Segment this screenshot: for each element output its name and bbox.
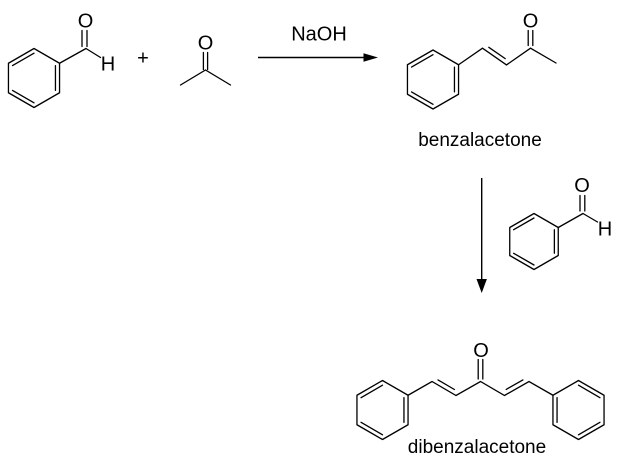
carbonyl-double-bond [81,29,88,48]
acetone: O [179,33,232,86]
hydrogen-label: H [101,54,115,76]
aromatic-double-bonds [410,54,456,105]
aromatic-double-bonds [11,52,57,104]
reaction-arrow-2 [476,178,487,293]
oxygen-label: O [473,340,489,362]
ring-to-carbonyl-bond [557,212,584,229]
arrow-head [363,53,378,62]
benzaldehyde-2: O H [509,175,612,271]
oxygen-label: O [574,175,590,197]
carbonyl-double-bond [202,51,209,71]
carbonyl-double-bond [477,358,484,380]
dibenzalacetone: O dibenzalacetone [356,340,605,458]
methyl-bonds [179,69,232,86]
oxygen-label: O [198,33,214,55]
carbonyl-double-bond [527,29,534,47]
reaction-arrow-1: NaOH [258,24,378,62]
aromatic-double-bonds-left [360,384,405,436]
dibenzalacetone-name: dibenzalacetone [408,437,546,458]
alkene-double-bond-right [505,379,524,391]
alkene-double-bond-left [437,379,456,391]
alkene-double-bond [488,46,506,60]
hydrogen-label: H [598,219,612,241]
plus-sign: + [137,48,149,70]
oxygen-label: O [78,11,94,33]
benzene-ring [406,49,460,110]
benzene-ring [7,47,61,109]
reagent-label: NaOH [291,24,347,46]
benzene-ring-right [552,379,605,441]
benzaldehyde-1: O H [7,11,115,109]
c-h-bond [85,47,102,59]
benzene-ring-left [356,379,409,441]
benzalacetone-name: benzalacetone [418,130,542,151]
benzene-ring [509,212,559,271]
carbonyl-double-bond [579,194,586,212]
dienone-chain [407,380,554,397]
aromatic-double-bonds [512,217,556,266]
ring-to-carbonyl-bond [58,47,87,64]
aromatic-double-bonds-right [556,384,601,436]
oxygen-label: O [523,11,539,33]
arrow-head [476,279,487,293]
vinyl-chain [457,47,557,66]
benzalacetone: O benzalacetone [406,11,557,151]
c-h-bond [582,212,599,223]
